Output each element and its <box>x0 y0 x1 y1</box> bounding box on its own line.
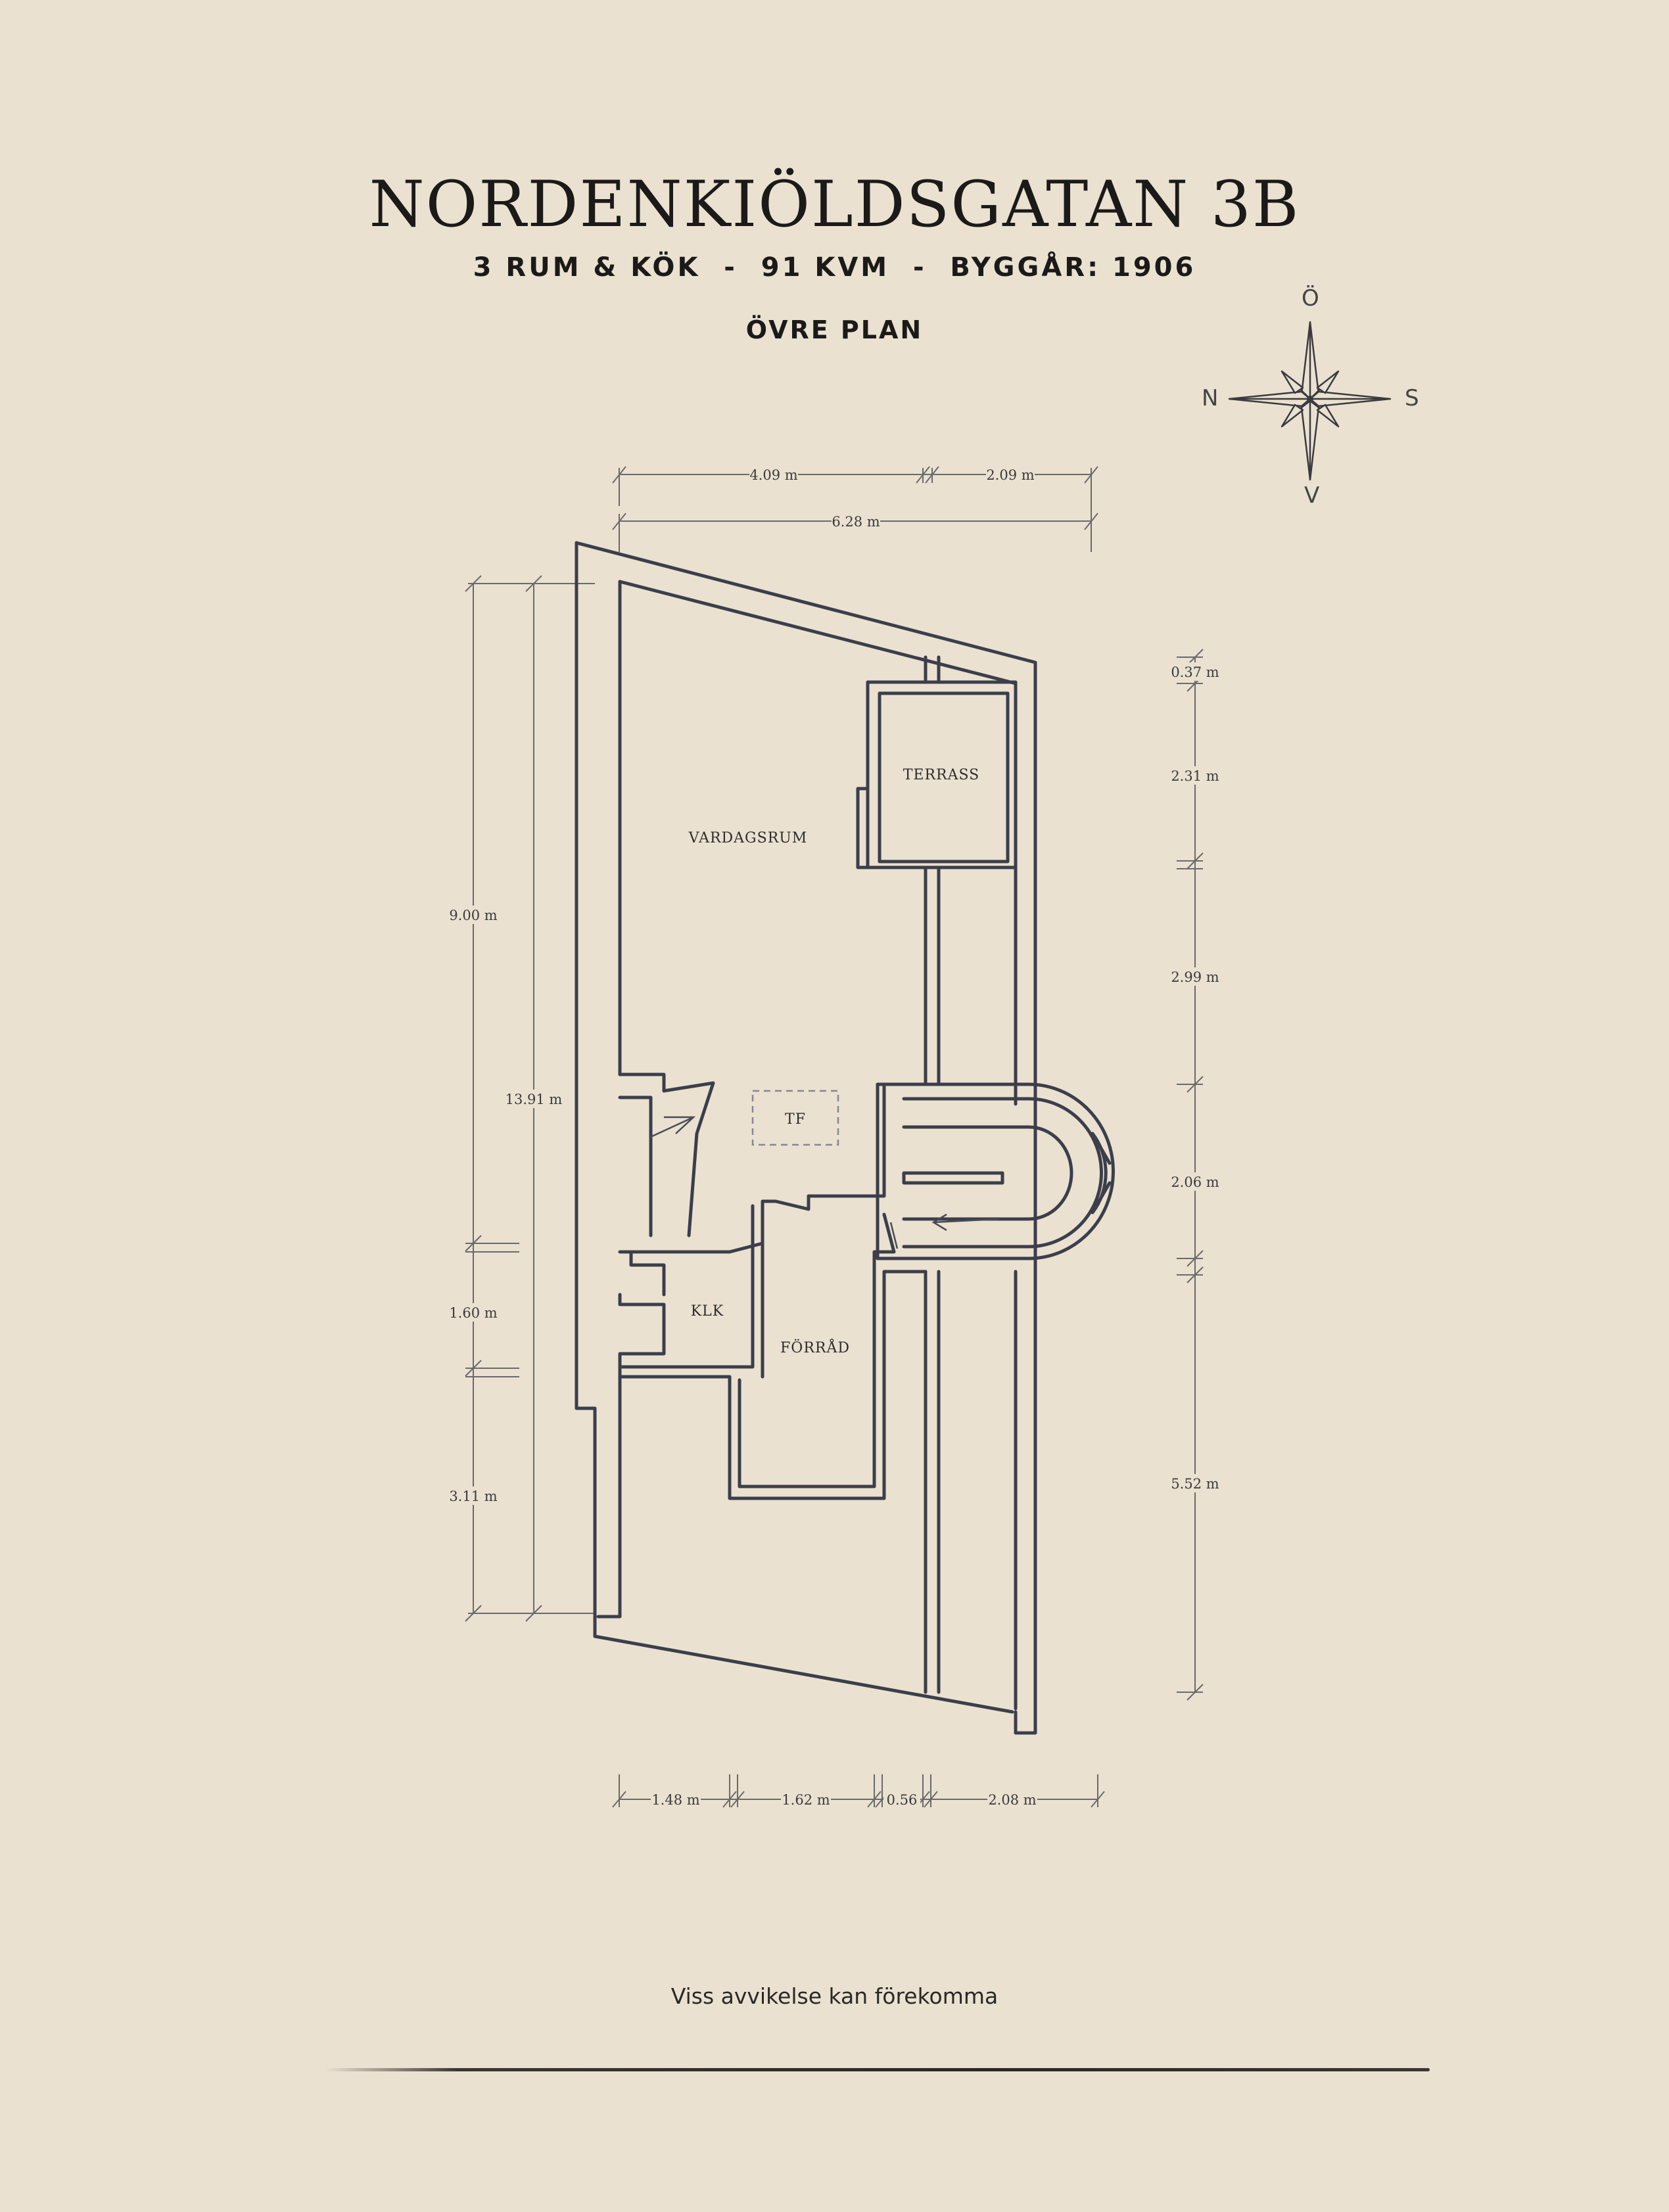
dim-top-total: 6.28 m <box>832 514 880 530</box>
dim-top-right: 2.09 m <box>986 467 1034 483</box>
dim-top-left: 4.09 m <box>749 467 797 483</box>
interior-walls <box>618 655 1115 1694</box>
exterior-walls <box>575 541 1037 1735</box>
compass-east-label: Ö <box>1302 285 1319 311</box>
dim-left-middle: 1.60 m <box>449 1305 497 1321</box>
dim-left-total: 13.91 m <box>505 1092 563 1107</box>
compass-south-label: S <box>1405 385 1419 411</box>
room-label-storage: FÖRRÅD <box>780 1338 850 1356</box>
room-label-living-room: VARDAGSRUM <box>688 830 808 846</box>
floor-level-label: ÖVRE PLAN <box>745 315 924 344</box>
dim-bottom-4: 2.08 m <box>988 1792 1036 1808</box>
room-label-closet: KLK <box>691 1303 724 1320</box>
dim-bottom-2: 1.62 m <box>782 1792 830 1808</box>
dim-right-5: 5.52 m <box>1171 1476 1219 1492</box>
room-label-tf: TF <box>785 1111 806 1128</box>
property-summary: 3 RUM & KÖK - 91 KVM - BYGGÅR: 1906 <box>473 252 1196 283</box>
dim-right-4: 2.06 m <box>1171 1174 1219 1190</box>
dim-bottom-3: 0.56 <box>887 1792 918 1808</box>
compass-rose-icon: Ö N S V <box>1190 283 1440 519</box>
dim-right-3: 2.99 m <box>1171 969 1219 985</box>
dim-left-lower: 3.11 m <box>449 1488 497 1504</box>
footer-divider <box>325 2068 1430 2071</box>
dim-right-2: 2.31 m <box>1171 768 1219 784</box>
dim-right-1: 0.37 m <box>1171 664 1219 680</box>
page-title: NORDENKIÖLDSGATAN 3B <box>369 168 1300 241</box>
compass-north-label: N <box>1202 385 1219 411</box>
room-label-terrace: TERRASS <box>903 767 980 783</box>
tf-marker <box>751 1090 839 1146</box>
dim-bottom-1: 1.48 m <box>651 1792 699 1808</box>
dim-left-upper: 9.00 m <box>449 908 497 923</box>
disclaimer-text: Viss avvikelse kan förekomma <box>670 1983 999 2009</box>
compass-west-label: V <box>1304 482 1320 509</box>
compass-star-icon <box>1228 321 1392 481</box>
